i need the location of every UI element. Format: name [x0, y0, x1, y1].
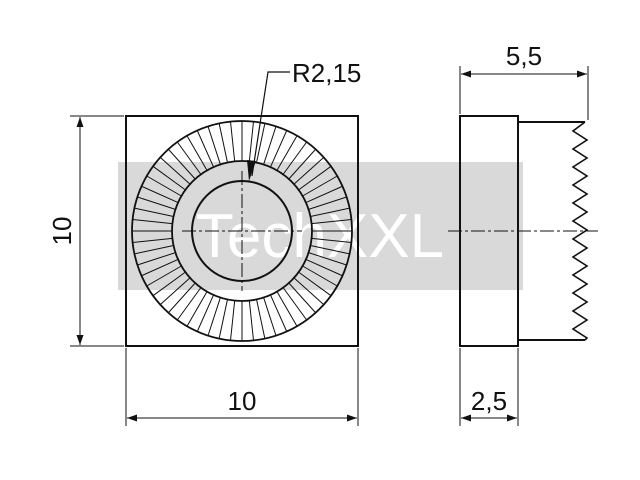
knurl-tooth-line [186, 291, 208, 327]
knurl-tooth-line [248, 121, 254, 162]
knurl-tooth-line [263, 297, 277, 336]
side-view: 5,5 2,5 [448, 41, 598, 426]
knurl-tooth-line [218, 299, 228, 339]
knurl-tooth-line [293, 277, 325, 305]
knurl-tooth-line [159, 277, 191, 305]
knurl-tooth-line [276, 291, 298, 327]
body-width-label: 2,5 [471, 386, 507, 416]
radius-label: R2,15 [292, 58, 361, 88]
radius-arrow [247, 160, 256, 181]
knurl-tooth-line [308, 196, 347, 210]
knurl-tooth-line [146, 175, 182, 197]
knurl-tooth-line [134, 207, 174, 217]
knurl-tooth-line [263, 126, 277, 165]
knurl-tooth-line [132, 237, 173, 243]
knurl-tooth-line [310, 245, 350, 255]
knurl-tooth-line [141, 259, 179, 277]
knurl-tooth-line [308, 252, 347, 266]
knurl-tooth-line [196, 294, 214, 332]
teeth-profile [571, 121, 589, 341]
knurl-tooth-line [282, 141, 308, 175]
knurl-tooth-line [134, 245, 174, 255]
knurl-tooth-line [270, 294, 288, 332]
knurl-tooth-line [137, 252, 176, 266]
knurl-tooth-line [168, 282, 196, 314]
knurl-tooth-line [256, 299, 266, 339]
knurl-tooth-line [207, 126, 221, 165]
height-label: 10 [47, 217, 77, 246]
knurl-tooth-line [230, 121, 236, 162]
knurl-tooth-line [207, 297, 221, 336]
knurl-tooth-line [196, 130, 214, 168]
front-view: R2,15 10 10 [47, 58, 361, 426]
knurl-tooth-line [298, 271, 332, 297]
knurl-tooth-line [159, 157, 191, 185]
front-view-square [125, 115, 359, 347]
knurl-tooth-line [152, 271, 186, 297]
knurl-tooth-line [288, 148, 316, 180]
knurl-tooth-line [310, 207, 350, 217]
knurl-tooth-line [293, 157, 325, 185]
knurl-tooth-line [141, 185, 179, 203]
total-width-label: 5,5 [506, 41, 542, 71]
knurl-tooth-line [311, 237, 352, 243]
knurl-tooth-line [152, 165, 186, 191]
knurl-tooth-line [176, 141, 202, 175]
knurl-tooth-line [137, 196, 176, 210]
knurl-tooth-line [298, 165, 332, 191]
knurl-tooth-line [270, 130, 288, 168]
knurl-tooth-line [288, 282, 316, 314]
watermark-band [118, 162, 523, 290]
knurl-tooth-line [186, 135, 208, 171]
knurl-teeth [132, 121, 352, 341]
knurl-tooth-line [305, 185, 343, 203]
knurl-tooth-line [282, 287, 308, 321]
knurl-tooth-line [168, 148, 196, 180]
knurl-tooth-line [248, 300, 254, 341]
knurl-tooth-line [276, 135, 298, 171]
knurl-tooth-line [311, 219, 352, 225]
knurl-tooth-line [146, 265, 182, 287]
knurl-tooth-line [218, 123, 228, 163]
width-label: 10 [228, 386, 257, 416]
knurl-tooth-line [176, 287, 202, 321]
knurl-tooth-line [305, 259, 343, 277]
knurl-tooth-line [132, 219, 173, 225]
knurl-tooth-line [302, 265, 338, 287]
knurl-tooth-line [230, 300, 236, 341]
watermark-text: TechXXL [196, 202, 444, 271]
knurl-tooth-line [302, 175, 338, 197]
knurl-tooth-line [256, 123, 266, 163]
radius-leader [251, 71, 290, 177]
